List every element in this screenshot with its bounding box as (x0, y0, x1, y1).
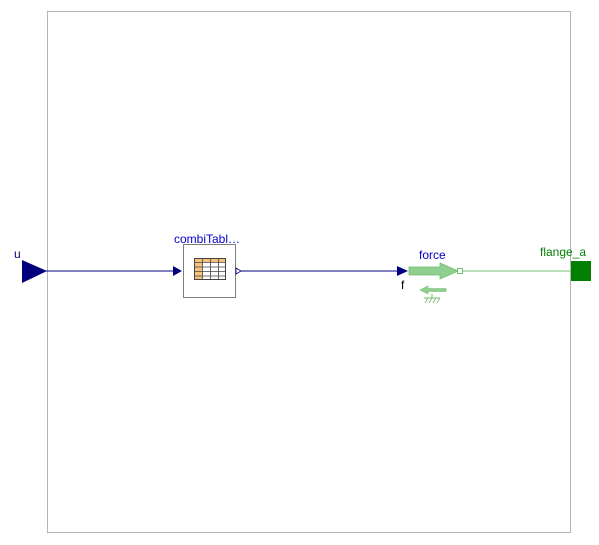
force-block[interactable]: force f (397, 248, 463, 304)
flange-a-label: flange_a (540, 245, 586, 259)
output-flange-a[interactable]: flange_a (540, 245, 591, 281)
force-flange-connector (457, 268, 463, 274)
force-label: force (419, 248, 446, 262)
combi-table-block[interactable]: combiTabl… (173, 232, 242, 298)
combi-table-label: combiTabl… (174, 232, 240, 246)
combi-table-input-arrow (173, 266, 182, 276)
force-input-arrow (397, 266, 408, 276)
input-port-label: u (14, 247, 21, 261)
model-frame (47, 11, 571, 533)
triangle-input-icon (22, 260, 47, 283)
combi-table-output-arrow (235, 267, 242, 275)
ground-support-icon (419, 285, 447, 304)
input-port-u[interactable]: u (14, 247, 47, 283)
square-flange-icon (571, 261, 591, 281)
force-input-label: f (401, 278, 405, 292)
table-grid-icon (194, 258, 226, 280)
combi-table-body (183, 244, 236, 298)
force-arrow-icon (408, 262, 459, 280)
